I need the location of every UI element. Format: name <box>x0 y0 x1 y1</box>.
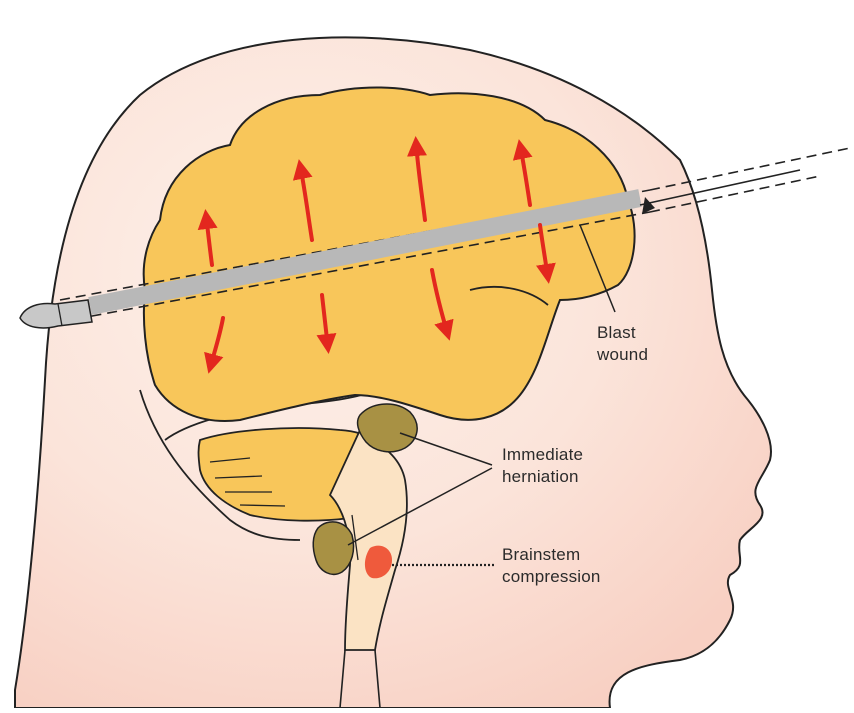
immediate-herniation-label-line-1: Immediate <box>502 444 583 466</box>
immediate-herniation-label: Immediate herniation <box>502 444 583 488</box>
blast-wound-label: Blast wound <box>597 322 648 366</box>
herniation-lower <box>313 522 353 575</box>
bullet-icon <box>20 300 92 328</box>
brainstem-compression-label: Brainstem compression <box>502 544 601 588</box>
blast-wound-label-line-1: Blast <box>597 322 648 344</box>
blast-wound-label-line-2: wound <box>597 344 648 366</box>
brainstem-compression-label-line-2: compression <box>502 566 601 588</box>
brainstem-compression-label-line-1: Brainstem <box>502 544 601 566</box>
immediate-herniation-label-line-2: herniation <box>502 466 583 488</box>
